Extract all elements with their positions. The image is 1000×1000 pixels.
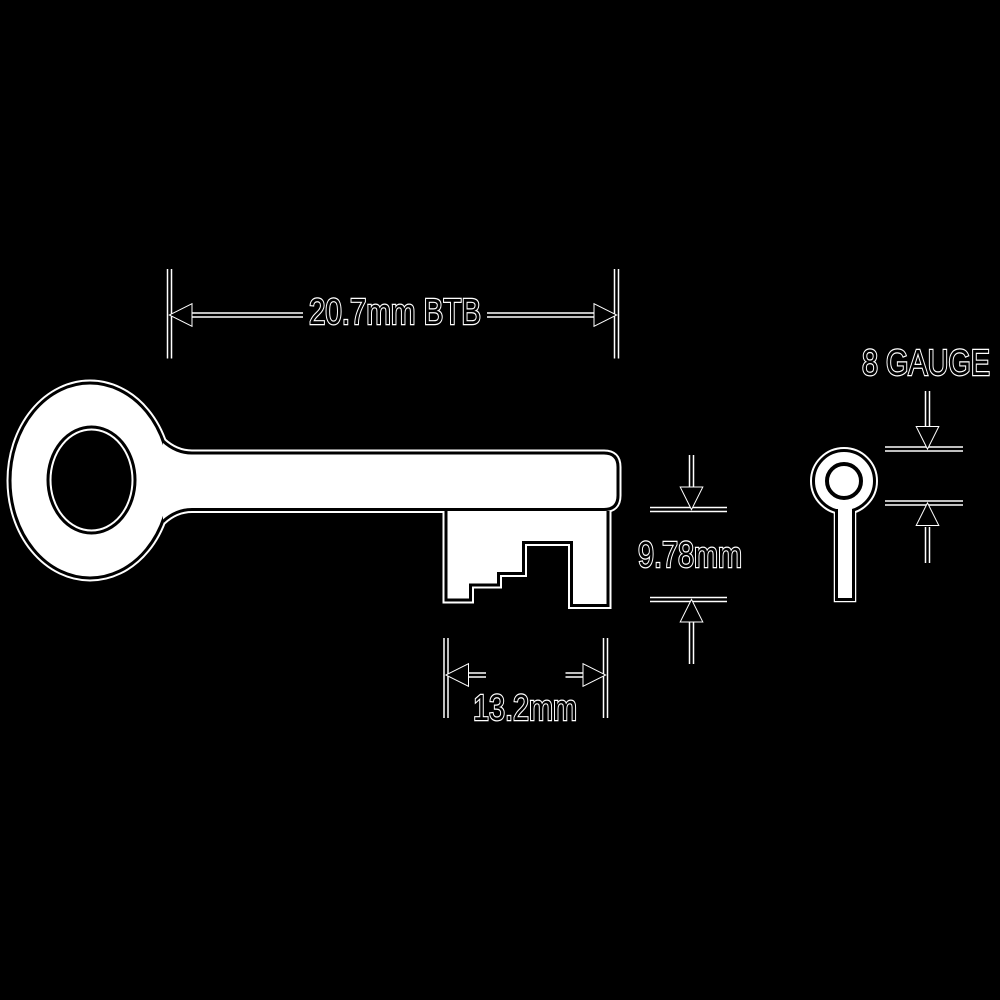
arrowhead-right-icon — [582, 662, 607, 688]
arrowhead-left-icon — [444, 662, 469, 688]
arrowhead-right-icon — [593, 302, 618, 328]
arrowhead-down-icon — [679, 486, 704, 511]
bit-width-label: 13.2mm — [473, 687, 577, 728]
key-bow — [8, 381, 172, 580]
gauge-lines-halo — [885, 391, 963, 563]
arrowhead-up-icon — [915, 501, 940, 526]
gauge-label: 8 GAUGE — [862, 342, 990, 383]
key-plan-view — [10, 383, 618, 605]
gauge-lines — [883, 389, 965, 565]
dimension-blade-length: 20.7mm BTB — [170, 269, 617, 359]
dimension-gauge: 8 GAUGE — [861, 341, 991, 565]
arrowhead-down-icon — [915, 426, 940, 451]
key-profile-view — [814, 451, 875, 600]
dimension-bit-width: 13.2mm — [444, 638, 607, 729]
profile-bow-hole — [825, 462, 863, 500]
blade-length-label: 20.7mm BTB — [309, 291, 481, 332]
arrowhead-up-icon — [679, 598, 704, 623]
key-shaft — [161, 439, 620, 523]
dimension-bit-depth: 9.78mm — [637, 455, 743, 664]
bit-depth-label: 9.78mm — [638, 534, 742, 575]
arrowhead-left-icon — [168, 302, 193, 328]
profile-stem — [835, 507, 855, 601]
